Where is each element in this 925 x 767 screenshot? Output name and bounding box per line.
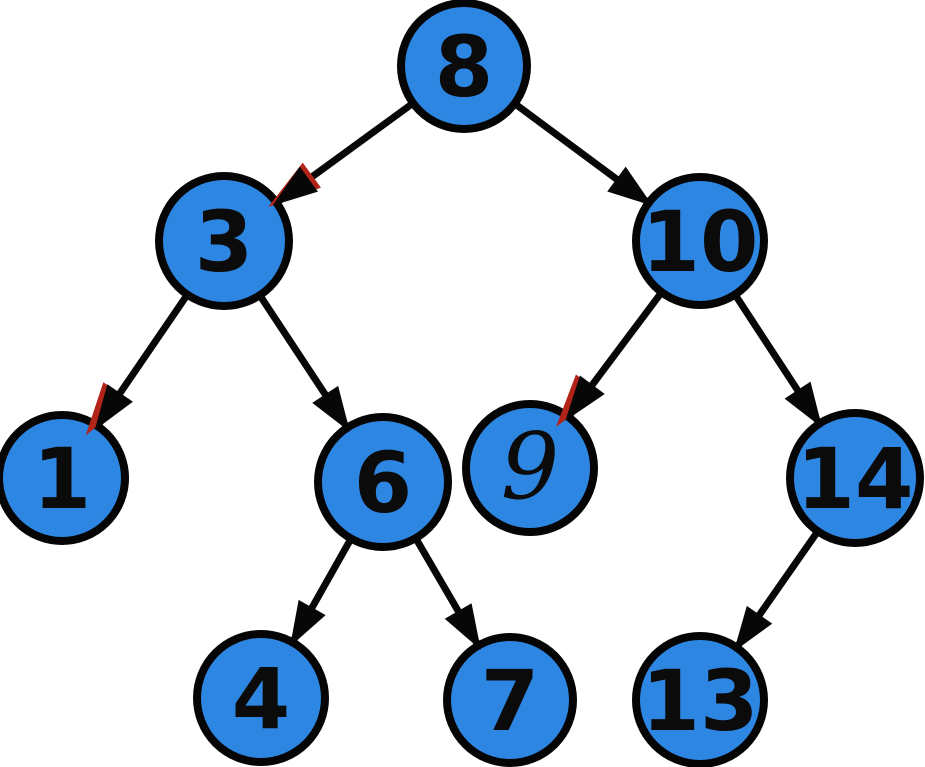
tree-node-1: 1: [0, 411, 129, 545]
node-label-8: 8: [435, 18, 493, 116]
arrowhead-8-10: [607, 166, 653, 206]
node-label-13: 13: [642, 652, 759, 750]
node-label-3: 3: [195, 193, 253, 291]
arrowhead-14-13: [733, 605, 773, 652]
arrowhead-10-9: [565, 375, 605, 421]
tree-node-14: 14: [786, 409, 924, 547]
node-label-10: 10: [642, 193, 759, 291]
node-circle-10: [632, 173, 768, 309]
arrowhead-8-3: [272, 166, 318, 206]
node-circle-13: [632, 632, 768, 767]
tree-node-9: 9: [462, 400, 598, 536]
arrowhead-fringe-layer: [85, 162, 601, 436]
arrowhead-3-1: [94, 384, 133, 431]
edges-layer: [59, 63, 858, 703]
node-circle-6: [314, 413, 452, 551]
node-circle-9: [462, 400, 598, 536]
node-label-6: 6: [354, 434, 412, 532]
arrowhead-6-4: [290, 599, 326, 647]
arrowhead-10-14: [784, 381, 823, 428]
tree-node-6: 6: [314, 413, 452, 551]
node-circle-4: [193, 630, 329, 766]
node-label-14: 14: [797, 430, 914, 528]
node-circle-1: [0, 411, 129, 545]
arrowhead-6-7: [444, 603, 481, 650]
node-circle-7: [443, 633, 577, 767]
tree-node-7: 7: [443, 633, 577, 767]
node-label-7: 7: [481, 652, 539, 750]
tree-node-8: 8: [397, 0, 531, 133]
tree-node-13: 13: [632, 632, 768, 767]
node-circle-14: [786, 409, 924, 547]
node-label-1: 1: [33, 430, 91, 528]
arrowheads-layer: [94, 166, 823, 652]
tree-node-3: 3: [155, 172, 293, 310]
tree-node-10: 10: [632, 173, 768, 309]
arrowhead-3-6: [312, 385, 350, 432]
node-circle-3: [155, 172, 293, 310]
node-label-9: 9: [501, 413, 560, 520]
node-circle-8: [397, 0, 531, 133]
node-label-4: 4: [232, 650, 290, 748]
tree-node-4: 4: [193, 630, 329, 766]
